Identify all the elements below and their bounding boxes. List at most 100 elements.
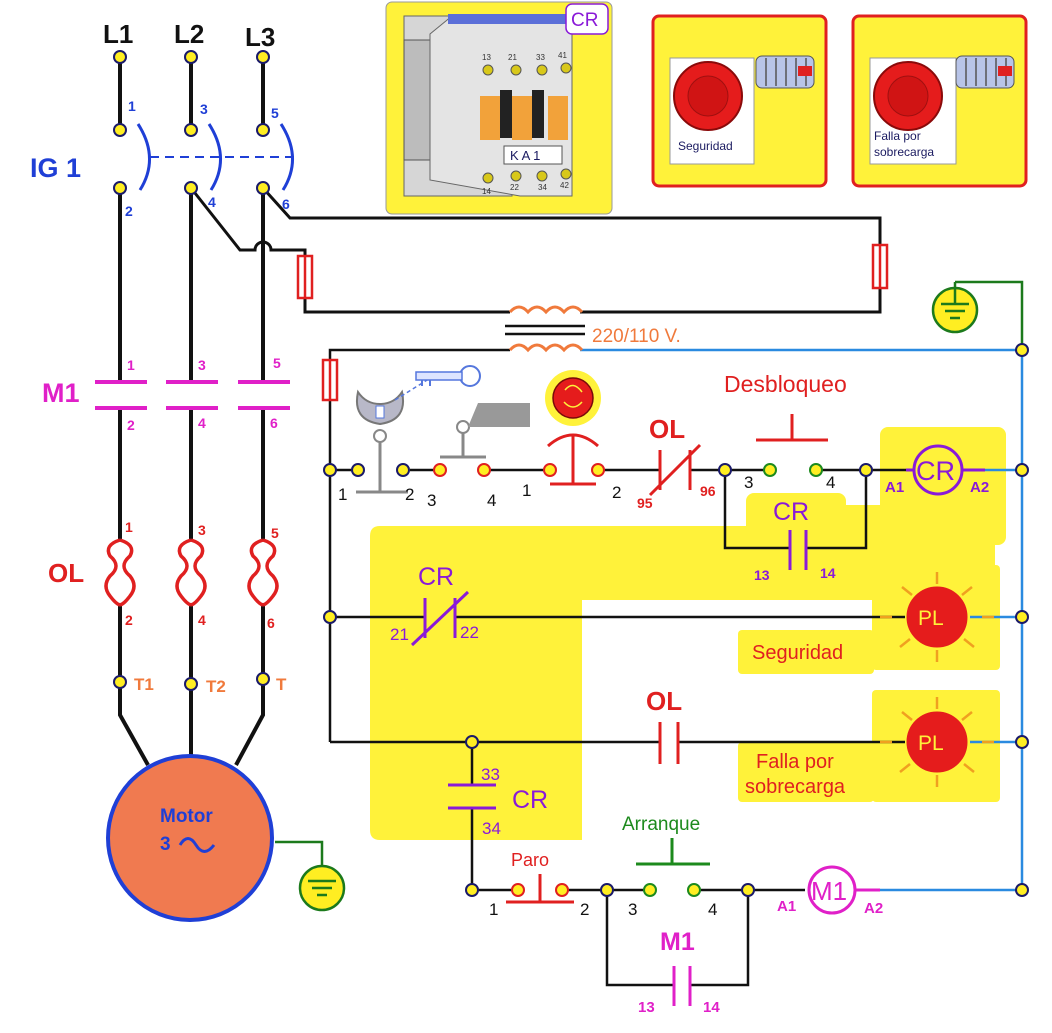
- breaker-term-1: 1: [128, 98, 136, 114]
- panel-overload-caption-1: Falla por: [874, 129, 921, 143]
- motor-label: Motor: [160, 806, 213, 827]
- cr-nc-term-21: 21: [390, 625, 409, 644]
- m1-term-2: 2: [127, 417, 135, 433]
- relay-photo-n41: 41: [558, 51, 567, 60]
- arranque-pushbutton: Arranque 3 4: [622, 814, 717, 919]
- breaker-term-4: 4: [208, 194, 216, 210]
- estop-term-2: 2: [612, 483, 621, 502]
- estop-term-1: 1: [522, 481, 531, 500]
- m1-term-3: 3: [198, 357, 206, 373]
- cr-no-term-33: 33: [481, 765, 500, 784]
- key-switch: [356, 365, 481, 494]
- transformer-secondary: [508, 343, 584, 353]
- pilot-lamp-overload-label: PL: [918, 732, 944, 755]
- relay-photo-n22: 22: [510, 183, 519, 192]
- m1-coil-a2: A2: [864, 900, 883, 917]
- motor: Motor 3: [106, 754, 274, 922]
- contactor-m1: M1 1 2 3 4 5 6: [42, 355, 290, 433]
- cr-nc-label: CR: [418, 563, 454, 591]
- overload-heaters: OL 1 2 3 4 5 6: [48, 519, 279, 631]
- m1-term-5: 5: [273, 355, 281, 371]
- transformer-primary: [508, 305, 584, 315]
- lim-term-3: 3: [427, 491, 436, 510]
- m1-seal-label: M1: [660, 928, 695, 956]
- pilot-overload-caption-2: sobrecarga: [745, 776, 846, 798]
- relay-photo-n13: 13: [482, 53, 491, 62]
- relay-photo-badge: CR: [571, 10, 598, 31]
- ac-wave-icon: [178, 837, 216, 853]
- pilot-lamp-security-label: PL: [918, 607, 944, 630]
- ol-no-label: OL: [646, 686, 682, 716]
- control-wires: [328, 348, 910, 987]
- ol-term-4: 4: [198, 612, 206, 628]
- relay-photo-n21: 21: [508, 53, 517, 62]
- panel-overload: Falla por sobrecarga: [851, 14, 1028, 188]
- ground-wires: [275, 280, 1024, 866]
- cr-coil-a1: A1: [885, 479, 904, 496]
- cr-seal-contact: CR 13 14: [754, 498, 836, 583]
- paro-term-2: 2: [580, 900, 589, 919]
- phase-l3-label: L3: [245, 22, 275, 52]
- paro-pushbutton: Paro 1 2: [489, 850, 589, 919]
- panel-security: Seguridad: [651, 14, 828, 188]
- transformer-feed-wires: [189, 186, 882, 314]
- terminal-dots: [113, 50, 1029, 897]
- breaker-term-5: 5: [271, 105, 279, 121]
- estop-button-icon: [545, 370, 601, 486]
- ol-nc-contact: [648, 443, 702, 497]
- motor-term-t2: T2: [206, 677, 226, 696]
- phase-l1-label: L1: [103, 19, 133, 49]
- breaker-term-2: 2: [125, 203, 133, 219]
- ol-no-contact: OL: [646, 686, 682, 764]
- cr-no-label: CR: [512, 786, 548, 814]
- arranque-label: Arranque: [622, 814, 700, 835]
- cr-coil: CR A1 A2: [885, 444, 989, 496]
- m1-seal-contact: M1 13 14: [638, 928, 720, 1016]
- cr-coil-a2: A2: [970, 479, 989, 496]
- ol-term-1: 1: [125, 519, 133, 535]
- relay-photo-n42: 42: [560, 181, 569, 190]
- limit-switch: [440, 403, 530, 459]
- ol-term-2: 2: [125, 612, 133, 628]
- arr-term-4: 4: [708, 900, 717, 919]
- ol-term-5: 5: [271, 525, 279, 541]
- cr-coil-label: CR: [916, 456, 955, 486]
- cr-seal-label: CR: [773, 498, 809, 526]
- motor-phase-label: 3: [160, 834, 171, 855]
- cr-coil-zone: [880, 427, 1006, 545]
- pilot-security-caption: Seguridad: [752, 642, 843, 664]
- security-caption-zone: [738, 630, 874, 674]
- lim-term-4: 4: [487, 491, 496, 510]
- ol-nc-label: OL: [649, 414, 685, 444]
- desbloqueo-label: Desbloqueo: [724, 371, 847, 397]
- pb-term-4: 4: [826, 473, 835, 492]
- paro-term-1: 1: [489, 900, 498, 919]
- phase-labels: L1 L2 L3: [103, 19, 275, 52]
- pilot-lamp-security: PL Seguridad: [752, 572, 994, 664]
- relay-photo: K A 1 13 21 33 41 14 22 34 42 CR: [385, 1, 613, 215]
- green-terminal-dots: [643, 463, 823, 897]
- m1-coil-label: M1: [811, 876, 847, 906]
- ol-term-3: 3: [198, 522, 206, 538]
- ol-term-6: 6: [267, 615, 275, 631]
- breaker-blade-2: [207, 123, 222, 191]
- m1-seal-term-14: 14: [703, 999, 720, 1016]
- phase-l2-label: L2: [174, 19, 204, 49]
- relay-photo-n34: 34: [538, 183, 547, 192]
- key-term-1: 1: [338, 485, 347, 504]
- motor-ground-icon: [298, 864, 346, 912]
- breaker-term-3: 3: [200, 101, 208, 117]
- breaker-ig1: IG 1 1 2 3 4 5 6: [30, 98, 296, 219]
- breaker-blade-1: [136, 123, 151, 191]
- overload-label: OL: [48, 558, 84, 588]
- m1-term-6: 6: [270, 415, 278, 431]
- panel-overload-caption-2: sobrecarga: [874, 145, 934, 159]
- desbloqueo-pushbutton: [756, 414, 828, 442]
- m1-term-4: 4: [198, 415, 206, 431]
- motor-term-t3: T: [276, 675, 287, 694]
- fuse-icon: [296, 243, 889, 402]
- key-icon: [415, 365, 481, 387]
- ground-icon: [931, 282, 979, 334]
